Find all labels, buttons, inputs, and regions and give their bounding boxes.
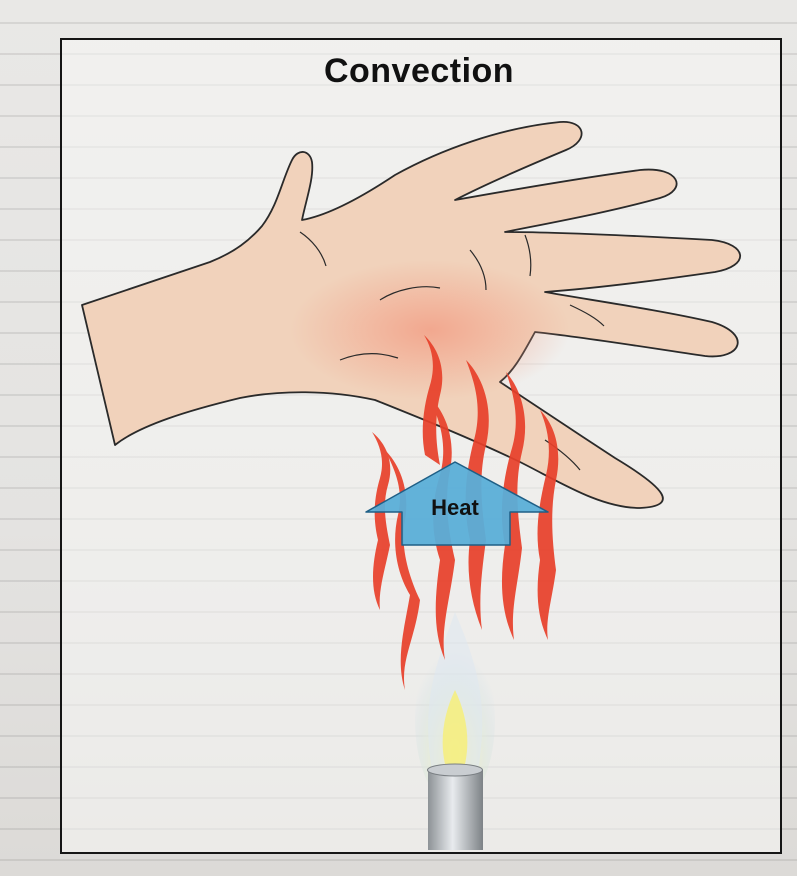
burner-icon <box>428 764 484 850</box>
heat-label: Heat <box>395 495 515 521</box>
hand-icon <box>82 122 740 508</box>
